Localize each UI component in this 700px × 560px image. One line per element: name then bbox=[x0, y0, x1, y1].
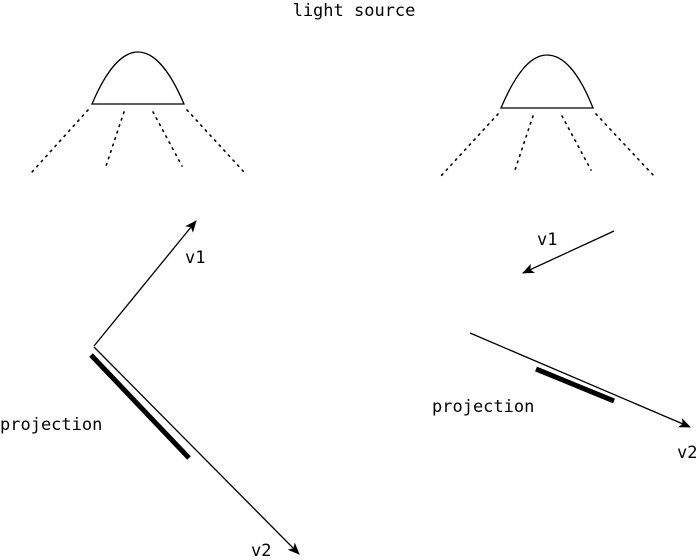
right-lamp-icon bbox=[500, 54, 594, 109]
left-light-rays bbox=[31, 109, 245, 173]
right-v1-label: v1 bbox=[537, 230, 557, 250]
right-v1-arrow bbox=[522, 230, 615, 274]
left-projection-bar bbox=[89, 353, 191, 460]
left-v1-label: v1 bbox=[185, 248, 205, 268]
right-v2-arrow bbox=[469, 332, 691, 428]
left-panel: v1 v2 projection bbox=[0, 51, 300, 560]
left-projection-label: projection bbox=[0, 415, 102, 435]
diagram-title: light source bbox=[293, 1, 416, 21]
left-v2-label: v2 bbox=[251, 541, 271, 560]
right-projection-bar bbox=[535, 366, 615, 404]
right-v2-label: v2 bbox=[677, 443, 697, 463]
left-v1-arrow bbox=[93, 220, 197, 347]
left-v2-arrow bbox=[93, 346, 300, 555]
right-light-rays bbox=[440, 113, 655, 177]
right-panel: v1 v2 projection bbox=[432, 54, 697, 463]
left-lamp-icon bbox=[91, 51, 185, 105]
right-projection-label: projection bbox=[432, 397, 534, 417]
